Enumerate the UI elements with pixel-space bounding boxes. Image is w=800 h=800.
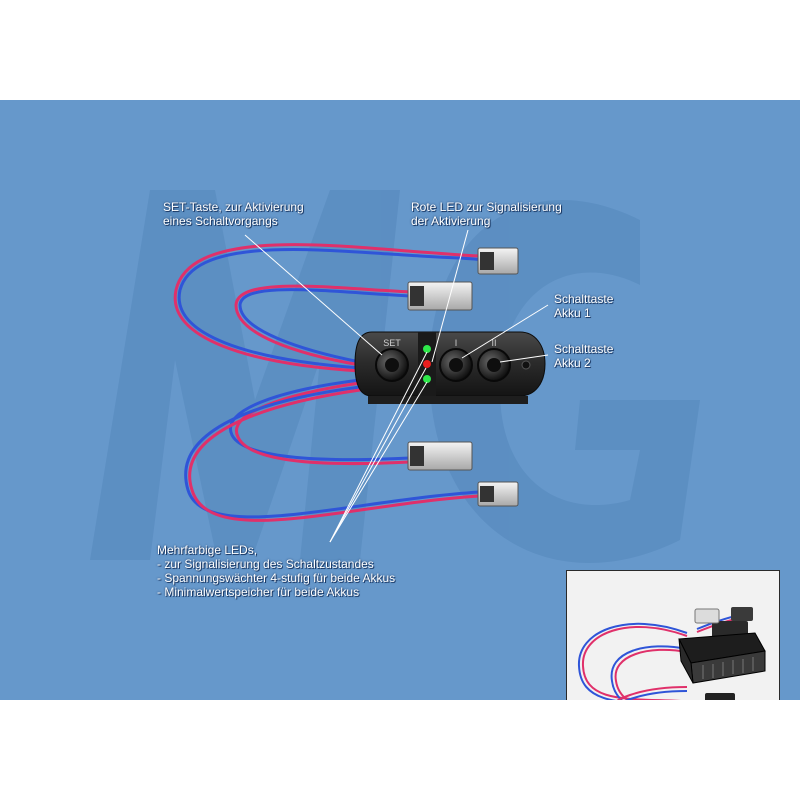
callout-leds: Mehrfarbige LEDs, - zur Signalisierung d… — [157, 543, 395, 599]
callout-line: - Minimalwertspeicher für beide Akkus — [157, 585, 360, 599]
inset-switch-housing — [678, 632, 766, 684]
callout-line: Schalttaste — [554, 292, 614, 306]
product-photo-panel: SET I II SET-Taste, — [0, 100, 800, 700]
callout-line: Mehrfarbige LEDs, — [157, 543, 258, 557]
cable-harness — [173, 243, 484, 522]
button-2-label: II — [491, 338, 496, 348]
inset-illustration — [577, 607, 766, 700]
connector-plug — [477, 247, 519, 275]
callout-line: Schalttaste — [554, 342, 614, 356]
connector-plug — [477, 481, 519, 507]
inset-photo — [566, 570, 780, 700]
button-1-label: I — [455, 338, 458, 348]
callout-leader-lines — [244, 229, 549, 543]
callout-line: Akku 2 — [554, 356, 591, 370]
product-illustration: SET I II — [90, 190, 700, 563]
callout-line: - zur Signalisierung des Schaltzustandes — [157, 557, 374, 571]
callout-line: SET-Taste, zur Aktivierung — [163, 200, 304, 214]
callout-line: Rote LED zur Signalisierung — [411, 200, 562, 214]
callout-line: - Spannungswächter 4-stufig für beide Ak… — [157, 571, 396, 585]
callout-red-led: Rote LED zur Signalisierung der Aktivier… — [411, 200, 562, 228]
set-label: SET — [383, 338, 401, 348]
connector-plug — [407, 281, 473, 311]
connector-plug — [407, 441, 473, 471]
callout-line: eines Schaltvorgangs — [163, 214, 278, 228]
watermark-logo — [90, 190, 700, 563]
screw-hole — [521, 360, 531, 370]
callout-switch-2: Schalttaste Akku 2 — [554, 342, 613, 370]
callout-set-button: SET-Taste, zur Aktivierung eines Schaltv… — [163, 200, 304, 228]
led-indicators — [423, 345, 431, 383]
callout-line: der Aktivierung — [411, 214, 491, 228]
set-button: SET — [375, 338, 409, 382]
callout-line: Akku 1 — [554, 306, 591, 320]
green-led — [423, 375, 431, 383]
callout-switch-1: Schalttaste Akku 1 — [554, 292, 613, 320]
switch-button-2: II — [477, 338, 511, 382]
green-led — [423, 345, 431, 353]
red-led — [423, 360, 431, 368]
